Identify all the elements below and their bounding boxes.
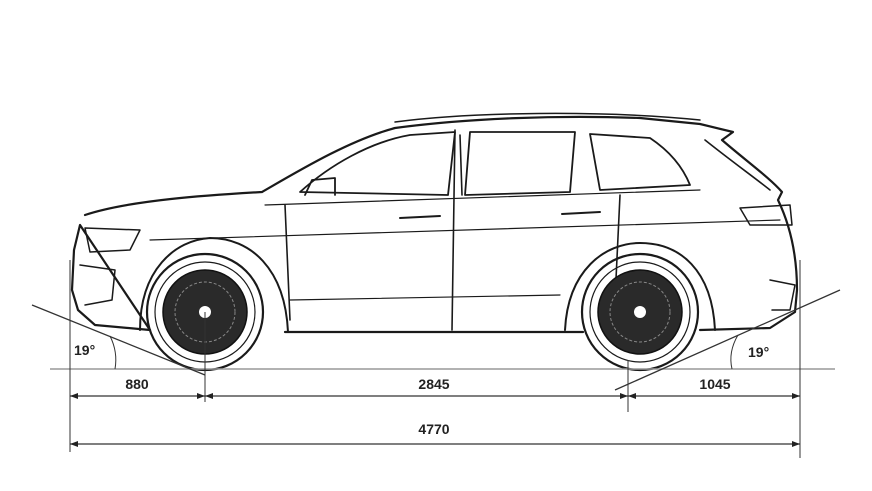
departure-angle-line [614, 289, 841, 391]
departure-angle-label: 19° [748, 344, 769, 360]
rear-window [704, 139, 771, 191]
roof-rail [394, 112, 701, 123]
quarter-window [589, 133, 691, 191]
approach-angle-line [31, 304, 206, 376]
door-handles [399, 211, 601, 219]
rear-door-window [464, 131, 576, 196]
mirror [304, 177, 336, 196]
wheelbase-label: 2845 [418, 376, 449, 392]
rear-wheel-arch [564, 242, 716, 331]
departure-angle-arc [730, 334, 739, 370]
dimension-arrows [70, 393, 800, 447]
approach-angle-arc [109, 335, 117, 370]
car-body-outline [70, 115, 799, 334]
overall-length-label: 4770 [418, 421, 449, 437]
rear-overhang-label: 1045 [699, 376, 730, 392]
front-overhang-label: 880 [125, 376, 149, 392]
taillight [739, 204, 796, 311]
rear-wheel [580, 252, 700, 372]
belt-line [149, 189, 781, 301]
approach-angle-label: 19° [74, 342, 95, 358]
front-window [299, 131, 456, 196]
headlight [79, 227, 141, 306]
